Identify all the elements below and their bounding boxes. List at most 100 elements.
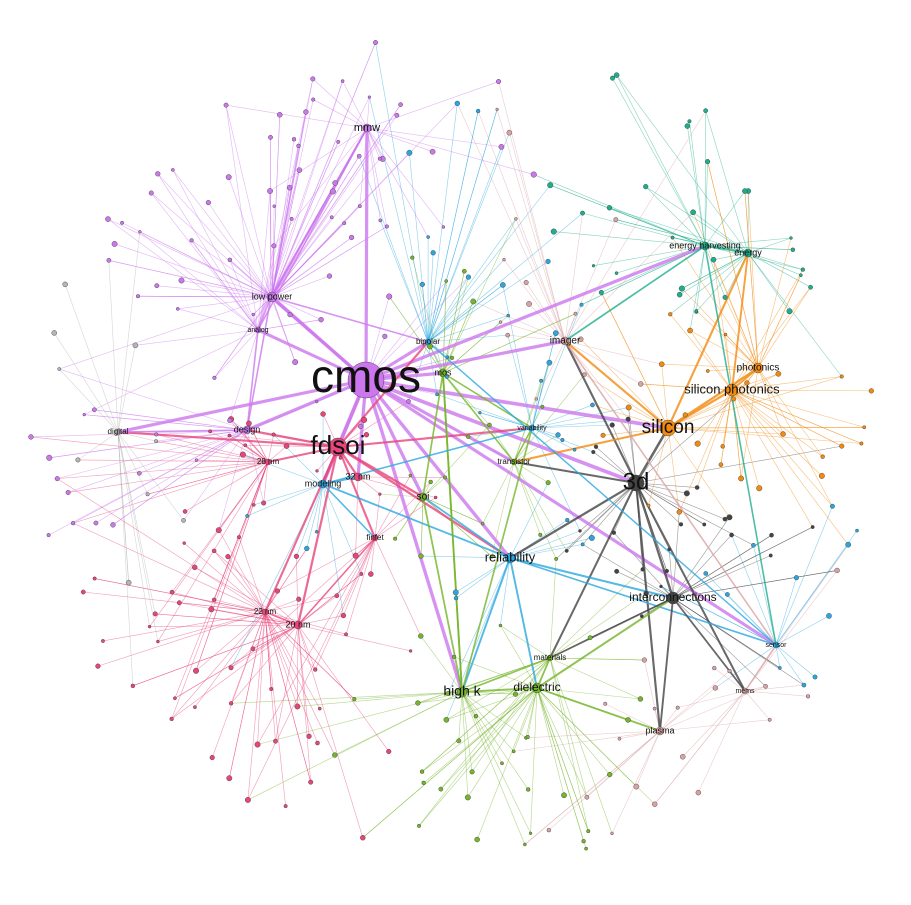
node-transistor[interactable] [510,458,518,466]
background-edge [117,431,156,614]
background-edge [72,522,266,613]
background-node [205,200,211,206]
background-node [212,375,217,380]
background-edge [264,611,316,670]
edge-reliability-dielectric [509,557,538,689]
background-edge [264,611,336,756]
background-edge [231,691,463,704]
node-variability[interactable] [528,424,536,432]
node-dielectric[interactable] [531,682,543,694]
node-plasma[interactable] [655,726,665,736]
node-energy[interactable] [743,248,753,258]
background-edge [271,217,332,298]
node-cmos[interactable] [347,361,385,399]
node-22_nm[interactable] [261,608,269,616]
background-edge [297,691,463,707]
edge-mos-transistor [442,372,515,463]
background-node [229,701,234,706]
node-digital[interactable] [114,428,122,436]
label-mems: mems [735,688,755,695]
background-edge [264,611,276,742]
background-node [419,769,425,774]
background-edge [427,259,505,343]
node-bipolar[interactable] [424,338,432,346]
node-silicon[interactable] [659,419,677,437]
background-edge [77,459,269,463]
node-mos[interactable] [438,368,448,378]
background-edge [297,573,362,626]
node-sensor[interactable] [772,641,780,649]
node-materials[interactable] [546,654,554,662]
background-edge [191,240,272,298]
node-design[interactable] [242,425,252,435]
node-imager[interactable] [560,336,570,346]
background-node [726,514,733,521]
background-node [251,312,255,317]
background-edge [731,389,872,392]
background-node [820,454,825,459]
background-node [703,108,708,113]
background-node [105,216,111,222]
node-reliability[interactable] [504,552,516,564]
background-node [578,529,582,533]
background-node [694,440,701,447]
background-edge [365,280,447,381]
background-node [315,469,319,473]
background-edge [270,99,314,298]
background-edge [422,424,490,498]
background-edge [654,690,746,805]
node-interconnections[interactable] [666,591,680,605]
background-node [340,79,345,83]
node-photonics[interactable] [752,362,764,374]
background-node [466,434,471,439]
node-fdsoi[interactable] [328,437,348,457]
background-edge [564,213,583,342]
background-edge [731,389,865,428]
node-analog[interactable] [254,326,262,334]
node-finfet[interactable] [371,534,379,542]
background-node [573,311,578,316]
node-mems[interactable] [741,687,749,695]
node-high_k[interactable] [456,686,468,698]
background-node [182,509,188,514]
background-node [578,336,584,342]
background-node [286,184,293,191]
background-node [315,399,319,404]
node-soi[interactable] [418,492,428,502]
background-node [742,188,748,194]
background-edge [337,401,409,448]
node-28_nm[interactable] [264,458,272,466]
edge-rf-analog [257,296,272,331]
background-edge [672,511,680,599]
node-20_nm[interactable] [293,620,303,630]
background-node [329,215,334,220]
node-32_nm[interactable] [353,472,363,482]
background-node [215,527,222,534]
background-edge [731,534,777,646]
background-edge [271,139,295,298]
background-edge [194,611,266,708]
background-node [246,420,252,427]
node-rf[interactable] [267,293,275,301]
background-node [496,79,502,85]
background-node [495,107,499,111]
background-edge [659,686,766,732]
background-node [453,596,459,601]
node-modeling[interactable] [318,479,328,489]
background-node [386,293,393,300]
node-silicon_photonics[interactable] [725,383,739,397]
node-energy_harvesting[interactable] [700,241,710,251]
background-edge [213,550,266,613]
background-edge [467,687,538,798]
edge-reliability-high_k [461,557,511,693]
background-edge [421,687,538,772]
background-edge [549,558,557,659]
background-node [189,238,194,243]
node-3d[interactable] [627,474,645,492]
background-node [633,783,640,790]
background-node [658,361,665,367]
background-node [799,273,803,277]
background-node [154,439,159,444]
node-mmw[interactable] [362,123,372,133]
background-edge [57,461,269,479]
